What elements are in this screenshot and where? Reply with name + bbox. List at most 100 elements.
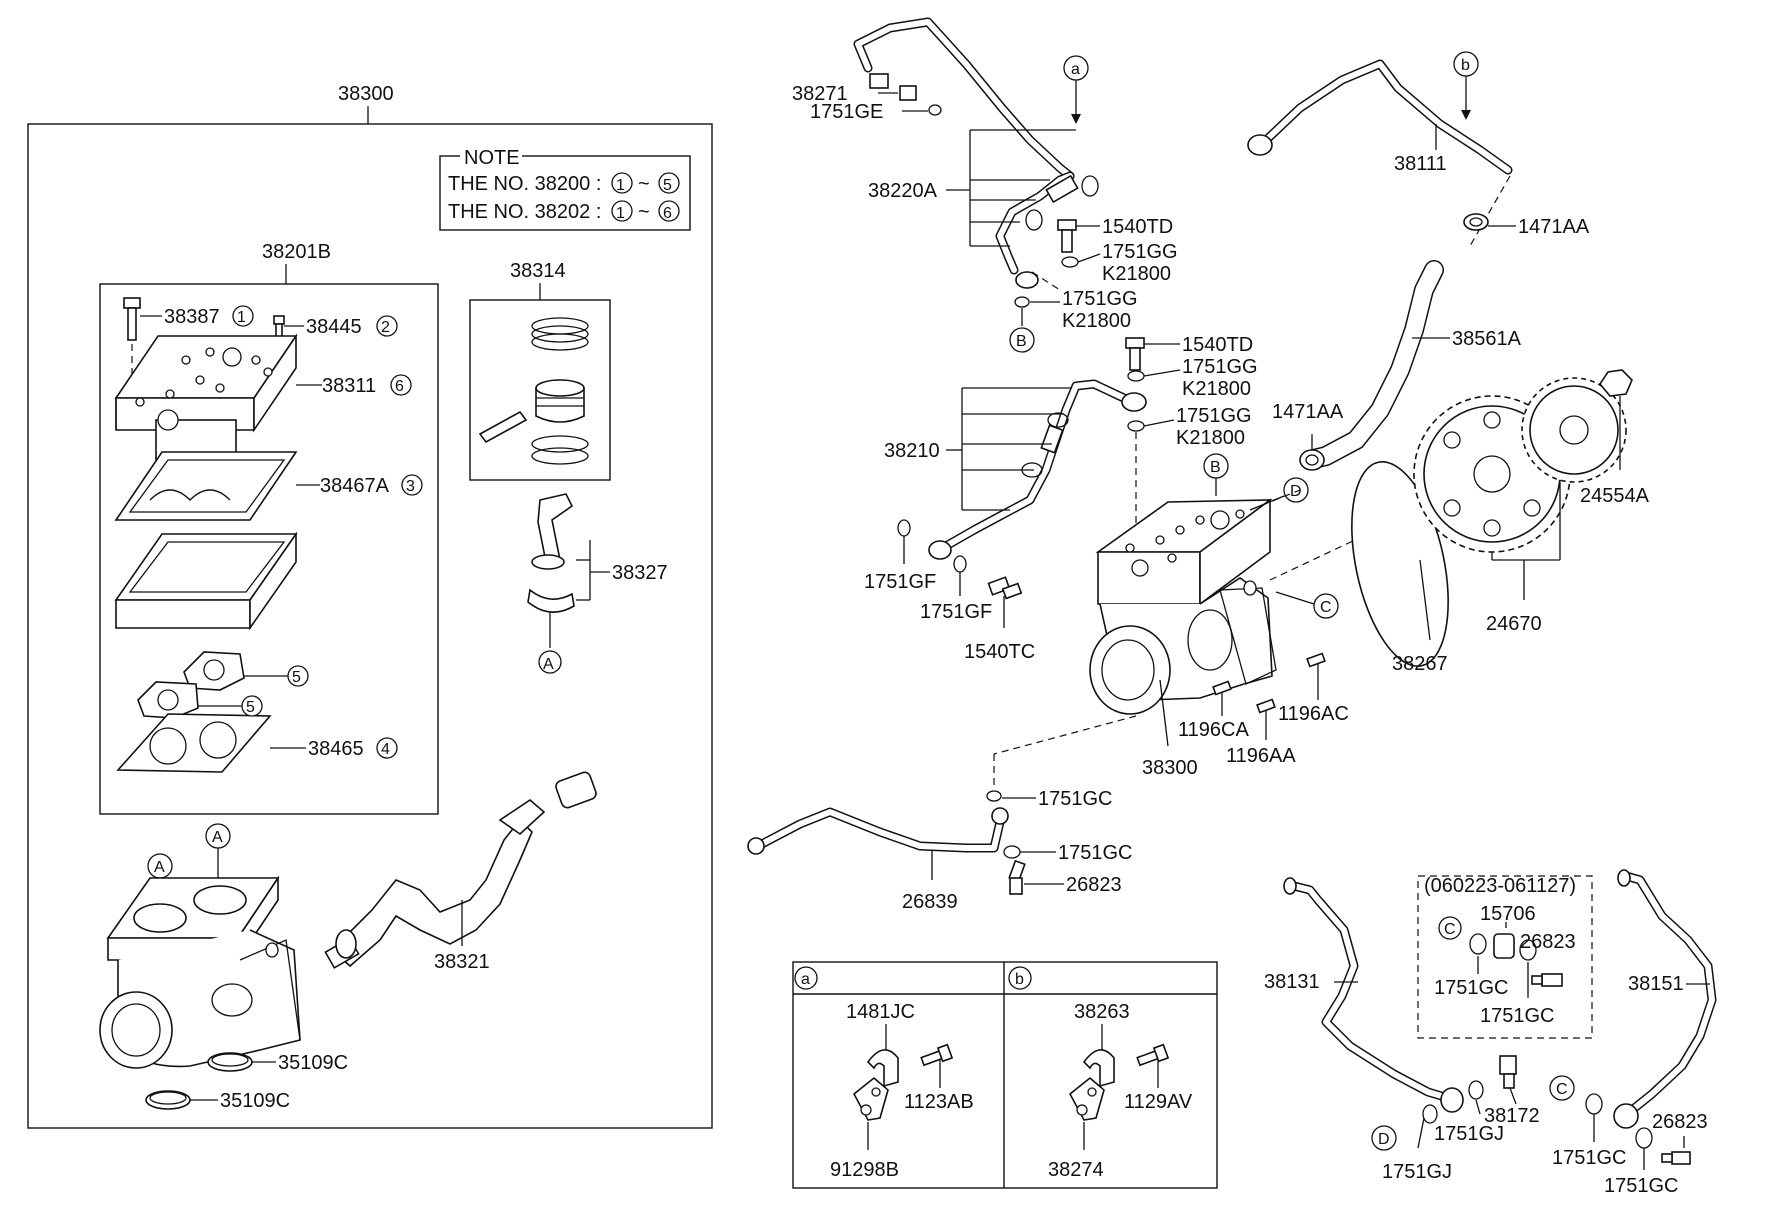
- pipe-38111-outline: [1257, 59, 1513, 175]
- part-38465-label: 38465: [308, 738, 364, 760]
- part-K21800-label-4: K21800: [1176, 427, 1245, 449]
- marker-C-compressor-text: C: [1320, 599, 1332, 616]
- pipe-38151-end: [1617, 869, 1631, 887]
- dashed-guide: [1249, 489, 1301, 511]
- marker-A-conrod: [538, 650, 562, 674]
- pipe-38131-end: [1283, 877, 1297, 895]
- part-38445-label: 38445: [306, 316, 362, 338]
- marker-b-top-text: b: [1461, 57, 1470, 74]
- marker-C-subkit-text: C: [1444, 921, 1456, 938]
- pipe-38220A-outline: [853, 17, 1075, 181]
- ref-38387: 1: [237, 309, 246, 326]
- leader-line: [1509, 1087, 1517, 1105]
- part-38172-label: 38172: [1484, 1105, 1540, 1127]
- oring-1751GC-pipe38151-b: [1635, 1127, 1653, 1149]
- ref-circle: [287, 665, 309, 687]
- legend-frame: [792, 961, 1218, 1189]
- pipe-38210-top-fitting: [1121, 392, 1147, 412]
- oring-1751GC-subkit-a: [1469, 933, 1487, 955]
- oring-1751GJ-right-drawing: [1468, 1080, 1484, 1100]
- part-1751GG-label-3: 1751GG: [1182, 356, 1258, 378]
- screw-1196AA-drawing: [1256, 698, 1276, 714]
- crankshaft-label: 38321: [434, 951, 490, 973]
- marker-B-upper-text: B: [1016, 333, 1027, 350]
- dated-subkit-frame: [1417, 875, 1593, 1039]
- pipe-26839-fitting: [991, 807, 1009, 825]
- legend-b-bracket-label: 38274: [1048, 1159, 1104, 1181]
- oring-1751GG-low-drawing: [1127, 420, 1145, 432]
- marker-C-lower: [1549, 1075, 1575, 1101]
- piston-kit-frame: [469, 299, 611, 481]
- ref-38467A: 3: [406, 478, 415, 495]
- hose-38561A-inner: [1301, 261, 1443, 469]
- leader-line: [1077, 253, 1101, 263]
- piston-rings-drawing: [478, 317, 589, 465]
- nut-38271-drawing: [869, 73, 889, 89]
- part-38267-label: 38267: [1392, 653, 1448, 675]
- part-1471AA-lower-label: 1471AA: [1272, 401, 1344, 423]
- ref-38445: 2: [381, 319, 390, 336]
- part-1751GJ-right-label: 1751GJ: [1434, 1123, 1504, 1145]
- note-circle-2b: [658, 200, 680, 222]
- oring-1751GC-pipe38151-a: [1585, 1093, 1603, 1115]
- part-26823-subkit-label: 26823: [1520, 931, 1576, 953]
- legend-b-clamp-label: 38263: [1074, 1001, 1130, 1023]
- legend-a-bolt-label: 1123AB: [904, 1091, 974, 1113]
- gear-small-drawing: [1521, 377, 1627, 483]
- part-1751GC-subkit-a-label: 1751GC: [1434, 977, 1509, 999]
- plug-lower-drawing: [145, 1090, 191, 1110]
- legend-b-bolt-label: 1129AV: [1124, 1091, 1193, 1113]
- crankcase-drawing: A A: [99, 823, 301, 1069]
- part-1751GJ-left-label: 1751GJ: [1382, 1161, 1452, 1183]
- pipe-38111-fitting: [1247, 134, 1273, 156]
- marker-B-compressor-text: B: [1210, 459, 1221, 476]
- ref-38465: 4: [381, 741, 390, 758]
- ref-circle: [401, 474, 423, 496]
- part-26823-mid-label: 26823: [1066, 874, 1122, 896]
- pipe-38210-sleeve: [1040, 424, 1064, 454]
- cylinder-head-kit-frame: [99, 283, 439, 815]
- part-38300-right-label: 38300: [1142, 757, 1198, 779]
- note-circle-1b: [658, 172, 680, 194]
- oring-1751GC-lower-drawing: [1003, 845, 1021, 859]
- plug-upper-label: 35109C: [278, 1052, 348, 1074]
- part-38151-label: 38151: [1628, 973, 1684, 995]
- legend-b-clamp-drawing: [1068, 1049, 1115, 1121]
- screw-1196AC-drawing: [1306, 652, 1326, 668]
- note-tilde-1: ~: [638, 173, 650, 195]
- note-ref-2a: 1: [616, 205, 625, 222]
- part-1540TC-label: 1540TC: [964, 641, 1035, 663]
- ref-circle: [390, 374, 412, 396]
- note-title-mask: [460, 148, 522, 164]
- oring-1751GF-left-drawing: [897, 519, 911, 537]
- bolt-26823-drawing: [1008, 859, 1026, 895]
- screw-1196CA-drawing: [1212, 680, 1232, 696]
- legend-a-clamp-drawing: [852, 1049, 899, 1121]
- oring-1751GJ-left-drawing: [1422, 1104, 1438, 1124]
- part-38111-label: 38111: [1394, 153, 1447, 175]
- part-26823-lower-label: 26823: [1652, 1111, 1708, 1133]
- marker-C-lower-text: C: [1556, 1081, 1568, 1098]
- marker-A-case-left: A: [154, 859, 165, 876]
- pipe-26839-group: [747, 807, 1009, 855]
- part-1751GC-subkit-b-label: 1751GC: [1480, 1005, 1555, 1027]
- piston-kit-label: 38314: [510, 260, 566, 282]
- legend-box: a b 1481JC 1123AB 91298B 38263: [792, 961, 1218, 1189]
- pipe-38210-inner: [943, 381, 1131, 549]
- marker-B-upper: [1009, 327, 1035, 353]
- part-1540TD-upper-label: 1540TD: [1102, 216, 1173, 238]
- dashed-guide: [993, 715, 1137, 755]
- ref-gasket-lower: 5: [246, 699, 255, 716]
- note-ref-1b: 5: [663, 177, 672, 194]
- part-K21800-label-2: K21800: [1062, 310, 1131, 332]
- date-range-label: (060223-061127): [1424, 875, 1576, 897]
- pipe-38210-end-fitting: [928, 540, 952, 560]
- part-38311-label: 38311: [322, 375, 376, 397]
- legend-a-bolt-drawing: [920, 1043, 954, 1067]
- pipe-38131-group: [1283, 877, 1464, 1113]
- bolt-1540TD-upper-drawing: [1057, 219, 1077, 253]
- conrod-drawing: [527, 493, 575, 613]
- leader-line: [1275, 591, 1315, 605]
- gasket-upper-drawing: [114, 451, 298, 521]
- marker-D-lower-text: D: [1378, 1131, 1390, 1148]
